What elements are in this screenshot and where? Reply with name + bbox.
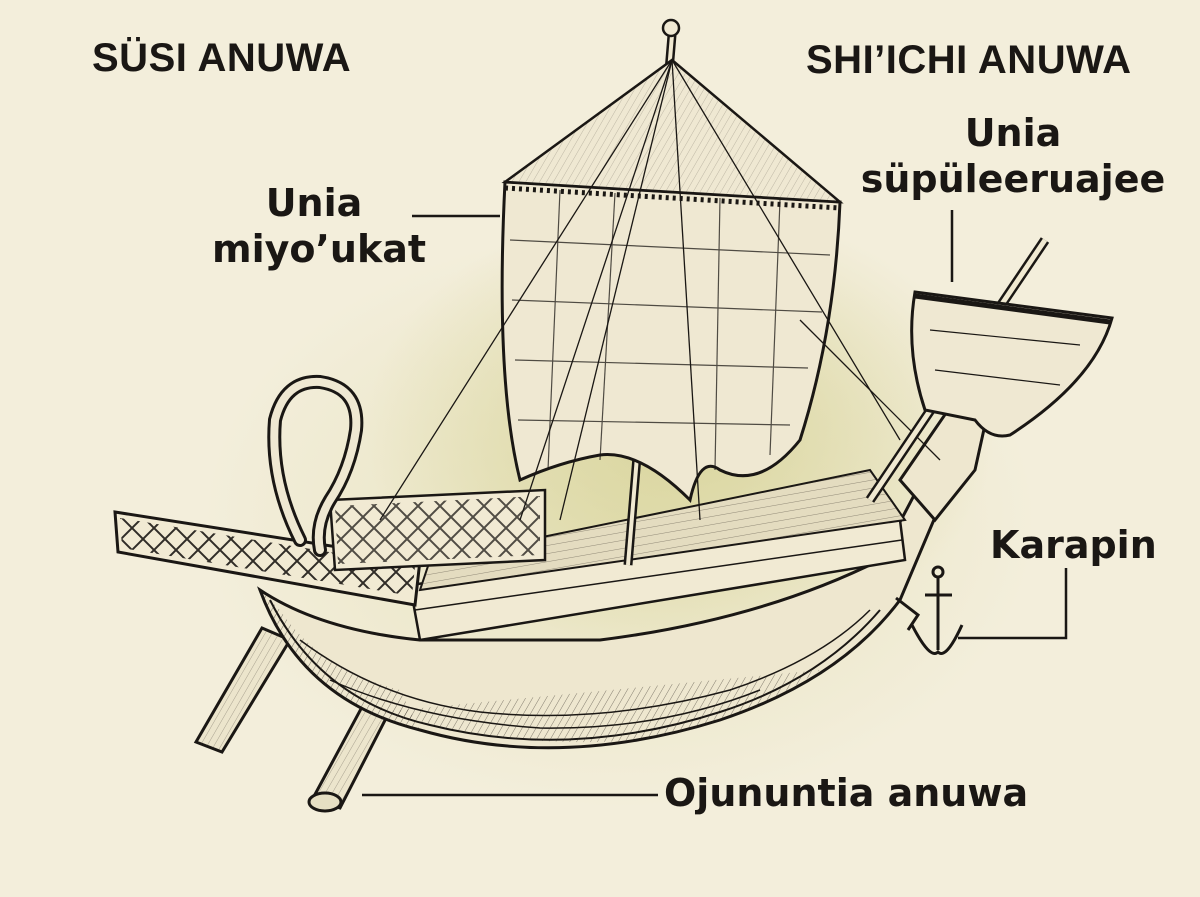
bow-sail-label: Unia süpüleeruajee	[858, 110, 1168, 202]
main-sail-label-line1: Unia	[265, 181, 363, 225]
steering-oars-label: Ojununtia anuwa	[664, 771, 1029, 815]
stern	[113, 374, 547, 607]
steering-oar-left	[193, 626, 293, 754]
leader-lines	[362, 210, 1068, 797]
anchor-label: Karapin	[990, 523, 1157, 567]
anchor	[895, 565, 964, 655]
main-sail-label: Unia miyo’ukat	[212, 180, 427, 272]
main-sail-label-line2: miyo’ukat	[212, 227, 427, 271]
bow-sail-label-line1: Unia	[964, 111, 1062, 155]
right-side-heading: SHI’ICHI ANUWA	[806, 38, 1132, 82]
bow-sail-label-line2: süpüleeruajee	[860, 157, 1166, 201]
hull	[257, 463, 958, 750]
main-sail	[379, 58, 941, 521]
leader-anchor	[958, 568, 1068, 640]
bow-sail	[910, 290, 1114, 438]
left-side-heading: SÜSI ANUWA	[92, 36, 352, 80]
